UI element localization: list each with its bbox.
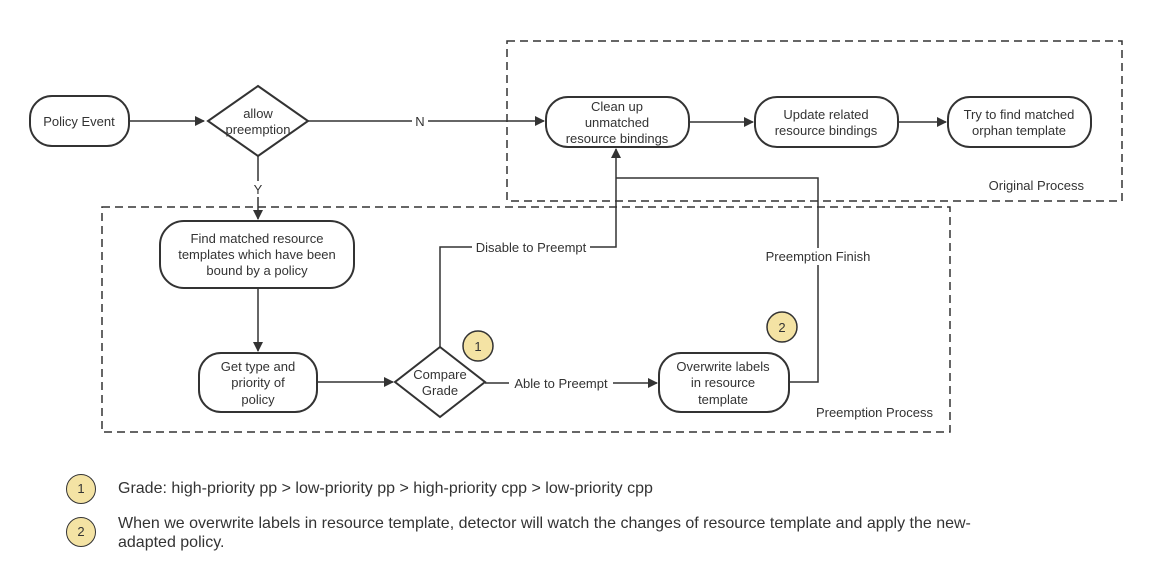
- svg-text:templates which have been: templates which have been: [178, 247, 336, 262]
- svg-text:Clean up: Clean up: [591, 99, 643, 114]
- preemption-process-label: Preemption Process: [816, 405, 934, 420]
- badge-two: 2: [766, 311, 798, 343]
- svg-text:resource bindings: resource bindings: [775, 123, 878, 138]
- original-process-label: Original Process: [989, 178, 1085, 193]
- edge-label-able: Able to Preempt: [514, 376, 608, 391]
- svg-text:unmatched: unmatched: [585, 115, 649, 130]
- svg-text:priority of: priority of: [231, 375, 285, 390]
- svg-text:resource bindings: resource bindings: [566, 131, 669, 146]
- svg-text:Grade: Grade: [422, 383, 458, 398]
- node-clean-up: Clean up unmatched resource bindings: [545, 96, 690, 148]
- svg-text:in resource: in resource: [691, 375, 755, 390]
- svg-text:Policy Event: Policy Event: [43, 114, 115, 129]
- decision-compare-grade: Compare Grade: [393, 345, 487, 419]
- node-update-related: Update related resource bindings: [754, 96, 899, 148]
- node-get-type: Get type and priority of policy: [198, 352, 318, 413]
- svg-text:Compare: Compare: [413, 367, 466, 382]
- svg-text:bound by a policy: bound by a policy: [206, 263, 308, 278]
- svg-text:Get type and: Get type and: [221, 359, 295, 374]
- node-overwrite-labels: Overwrite labels in resource template: [658, 352, 790, 413]
- edge-label-disable: Disable to Preempt: [476, 240, 587, 255]
- svg-text:preemption: preemption: [225, 122, 290, 137]
- svg-text:template: template: [698, 392, 748, 407]
- node-find-matched: Find matched resource templates which ha…: [159, 220, 355, 289]
- decision-allow-preemption: allow preemption: [206, 84, 310, 158]
- svg-text:Overwrite labels: Overwrite labels: [676, 359, 770, 374]
- svg-text:allow: allow: [243, 106, 273, 121]
- preemption-process-frame: [101, 206, 951, 433]
- edge-label-finish: Preemption Finish: [766, 249, 871, 264]
- legend-text-1: Grade: high-priority pp > low-priority p…: [118, 480, 653, 497]
- legend-text-2: When we overwrite labels in resource tem…: [118, 515, 971, 551]
- node-policy-event: Policy Event: [29, 95, 130, 147]
- legend-badge-1: 1: [66, 474, 96, 504]
- legend-badge-2: 2: [66, 517, 96, 547]
- badge-one: 1: [462, 330, 494, 362]
- svg-text:Update related: Update related: [783, 107, 868, 122]
- node-try-find: Try to find matched orphan template: [947, 96, 1092, 148]
- svg-text:1: 1: [474, 339, 481, 354]
- svg-text:Find matched resource: Find matched resource: [191, 231, 324, 246]
- edge-label-y: Y: [254, 182, 263, 197]
- edge-preemption-finish: [616, 177, 819, 383]
- svg-text:orphan template: orphan template: [972, 123, 1066, 138]
- svg-text:Try to find matched: Try to find matched: [964, 107, 1075, 122]
- edge-label-n: N: [415, 114, 424, 129]
- svg-text:policy: policy: [241, 392, 275, 407]
- svg-text:2: 2: [778, 320, 785, 335]
